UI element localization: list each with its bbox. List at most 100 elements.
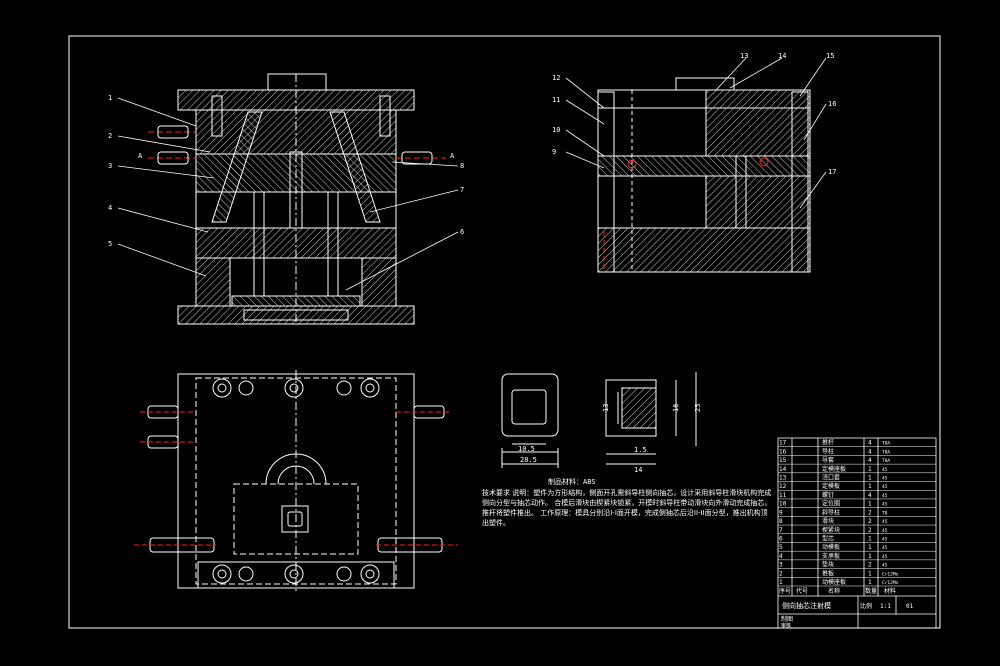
parts-cell-mat: 45: [882, 476, 888, 482]
plan-red-lines: [134, 411, 458, 546]
parts-cell-mat: 45: [882, 563, 888, 569]
parts-cell-name: 推杆: [822, 439, 834, 447]
callout-11: 11: [552, 96, 560, 104]
parts-cell-qty: 2: [868, 509, 872, 516]
parts-cell-no: 2: [779, 570, 783, 577]
parts-cell-mat: Cr12Mo: [882, 580, 899, 586]
parts-cell-mat: T8A: [882, 441, 890, 447]
dim-side-13: 13: [602, 404, 610, 412]
parts-cell-qty: 1: [868, 553, 872, 560]
parts-cell-qty: 1: [868, 501, 872, 508]
parts-cell-qty: 1: [868, 579, 872, 586]
parts-cell-qty: 2: [868, 518, 872, 525]
plan-view: [177, 370, 415, 592]
part-front-view: [501, 373, 559, 468]
parts-cell-no: 3: [779, 562, 783, 569]
parts-cell-mat: Cr12Mo: [882, 571, 899, 577]
parts-cell-mat: 45: [882, 554, 888, 560]
parts-cell-no: 4: [779, 553, 783, 560]
parts-cell-qty: 2: [868, 527, 872, 534]
parts-cell-mat: 45: [882, 519, 888, 525]
callout-7: 7: [460, 186, 464, 194]
parts-cell-mat: 45: [882, 493, 888, 499]
parts-cell-mat: T8: [882, 510, 888, 516]
notes-line-1: 说明：塑件为方形结构，侧面开孔需斜导柱侧向抽芯，设计采用斜导柱滑块机构完成侧向分…: [482, 489, 772, 507]
parts-cell-name: 螺钉: [822, 491, 834, 499]
header-mat: 材料: [884, 587, 896, 595]
parts-cell-no: 10: [779, 501, 787, 508]
header-qty: 数量: [865, 587, 877, 595]
callout-17: 17: [828, 168, 836, 176]
leaders-left: [117, 97, 459, 291]
part-side-view: [605, 372, 697, 465]
parts-cell-name: 推板: [822, 569, 834, 577]
parts-cell-no: 14: [779, 466, 787, 473]
header-no: 序号: [779, 587, 791, 595]
callout-6: 6: [460, 228, 464, 236]
callout-13: 13: [740, 52, 748, 60]
leaders-right: [565, 57, 827, 209]
parts-cell-mat: 45: [882, 536, 888, 542]
dim-front-inner: 10.5: [518, 445, 535, 453]
parts-cell-name: 定位圈: [822, 500, 840, 508]
parts-cell-name: 浇口套: [822, 474, 840, 482]
notes-heading: 技术要求: [482, 489, 510, 497]
parts-cell-mat: 45: [882, 528, 888, 534]
dim-side-25: 25: [694, 404, 702, 412]
parts-cell-no: 6: [779, 535, 783, 542]
part-dimension-labels: 10.5 28.5 13 16 25 1.5 14: [518, 404, 702, 474]
parts-cell-mat: 45: [882, 467, 888, 473]
parts-cell-name: 动模座板: [822, 578, 846, 586]
parts-cell-qty: 1: [868, 535, 872, 542]
drawing-border: [68, 35, 941, 629]
parts-cell-name: 动模板: [822, 543, 840, 551]
drawing-number: 01: [906, 603, 914, 610]
callout-labels-right: 12 11 10 9 13 14 15 16 17: [552, 52, 836, 176]
parts-cell-name: 定模板: [822, 482, 840, 490]
parts-cell-qty: 4: [868, 492, 872, 499]
drawing-title: 侧向抽芯注射模: [782, 601, 831, 610]
parts-cell-name: 导柱: [822, 447, 834, 455]
parts-cell-name: 楔紧块: [822, 526, 840, 534]
parts-cell-name: 斜导柱: [822, 508, 840, 516]
parts-cell-qty: 1: [868, 475, 872, 482]
parts-cell-no: 16: [779, 448, 787, 455]
plan-holes-top: [212, 378, 380, 398]
notes-line-3: 工作原理：模具分别沿I-I面开模，完成侧抽芯后沿II-II面分型，推出机构顶出塑…: [482, 509, 768, 527]
parts-cell-mat: 45: [882, 484, 888, 490]
parts-cell-no: 1: [779, 579, 783, 586]
parts-cell-no: 7: [779, 527, 783, 534]
parts-cell-no: 15: [779, 457, 787, 464]
callout-8: 8: [460, 162, 464, 170]
callout-1: 1: [108, 94, 112, 102]
dim-side-depth: 14: [634, 466, 642, 474]
fitting-shapes-main: [157, 125, 433, 165]
parts-cell-qty: 4: [868, 457, 872, 464]
parts-cell-mat: T8A: [882, 449, 890, 455]
parts-cell-mat: 45: [882, 545, 888, 551]
parts-cell-qty: 1: [868, 466, 872, 473]
parts-cell-name: 定模座板: [822, 465, 846, 473]
callout-5: 5: [108, 240, 112, 248]
dim-front-outer: 28.5: [520, 456, 537, 464]
parts-cell-qty: 4: [868, 440, 872, 447]
parts-cell-no: 11: [779, 492, 787, 499]
header-code: 代号: [796, 587, 808, 595]
parts-cell-qty: 1: [868, 483, 872, 490]
technical-notes: 技术要求 说明：塑件为方形结构，侧面开孔需斜导柱侧向抽芯，设计采用斜导柱滑块机构…: [482, 488, 772, 528]
callout-3: 3: [108, 162, 112, 170]
callout-15: 15: [826, 52, 834, 60]
parts-cell-no: 17: [779, 440, 787, 447]
callout-14: 14: [778, 52, 786, 60]
plan-holes-bottom: [212, 564, 380, 584]
section-mark-left: A: [138, 152, 143, 160]
section-mark-right: A: [450, 152, 455, 160]
parts-cell-no: 13: [779, 475, 787, 482]
parts-cell-qty: 4: [868, 448, 872, 455]
parts-cell-qty: 1: [868, 570, 872, 577]
parts-cell-no: 9: [779, 509, 783, 516]
notes-line-2: 合模后滑块由楔紧块锁紧，开模时斜导柱带动滑块向外滑动完成抽芯，推杆将塑件推出。: [482, 499, 772, 517]
header-name: 名称: [828, 587, 840, 595]
main-section-view: [177, 73, 415, 325]
